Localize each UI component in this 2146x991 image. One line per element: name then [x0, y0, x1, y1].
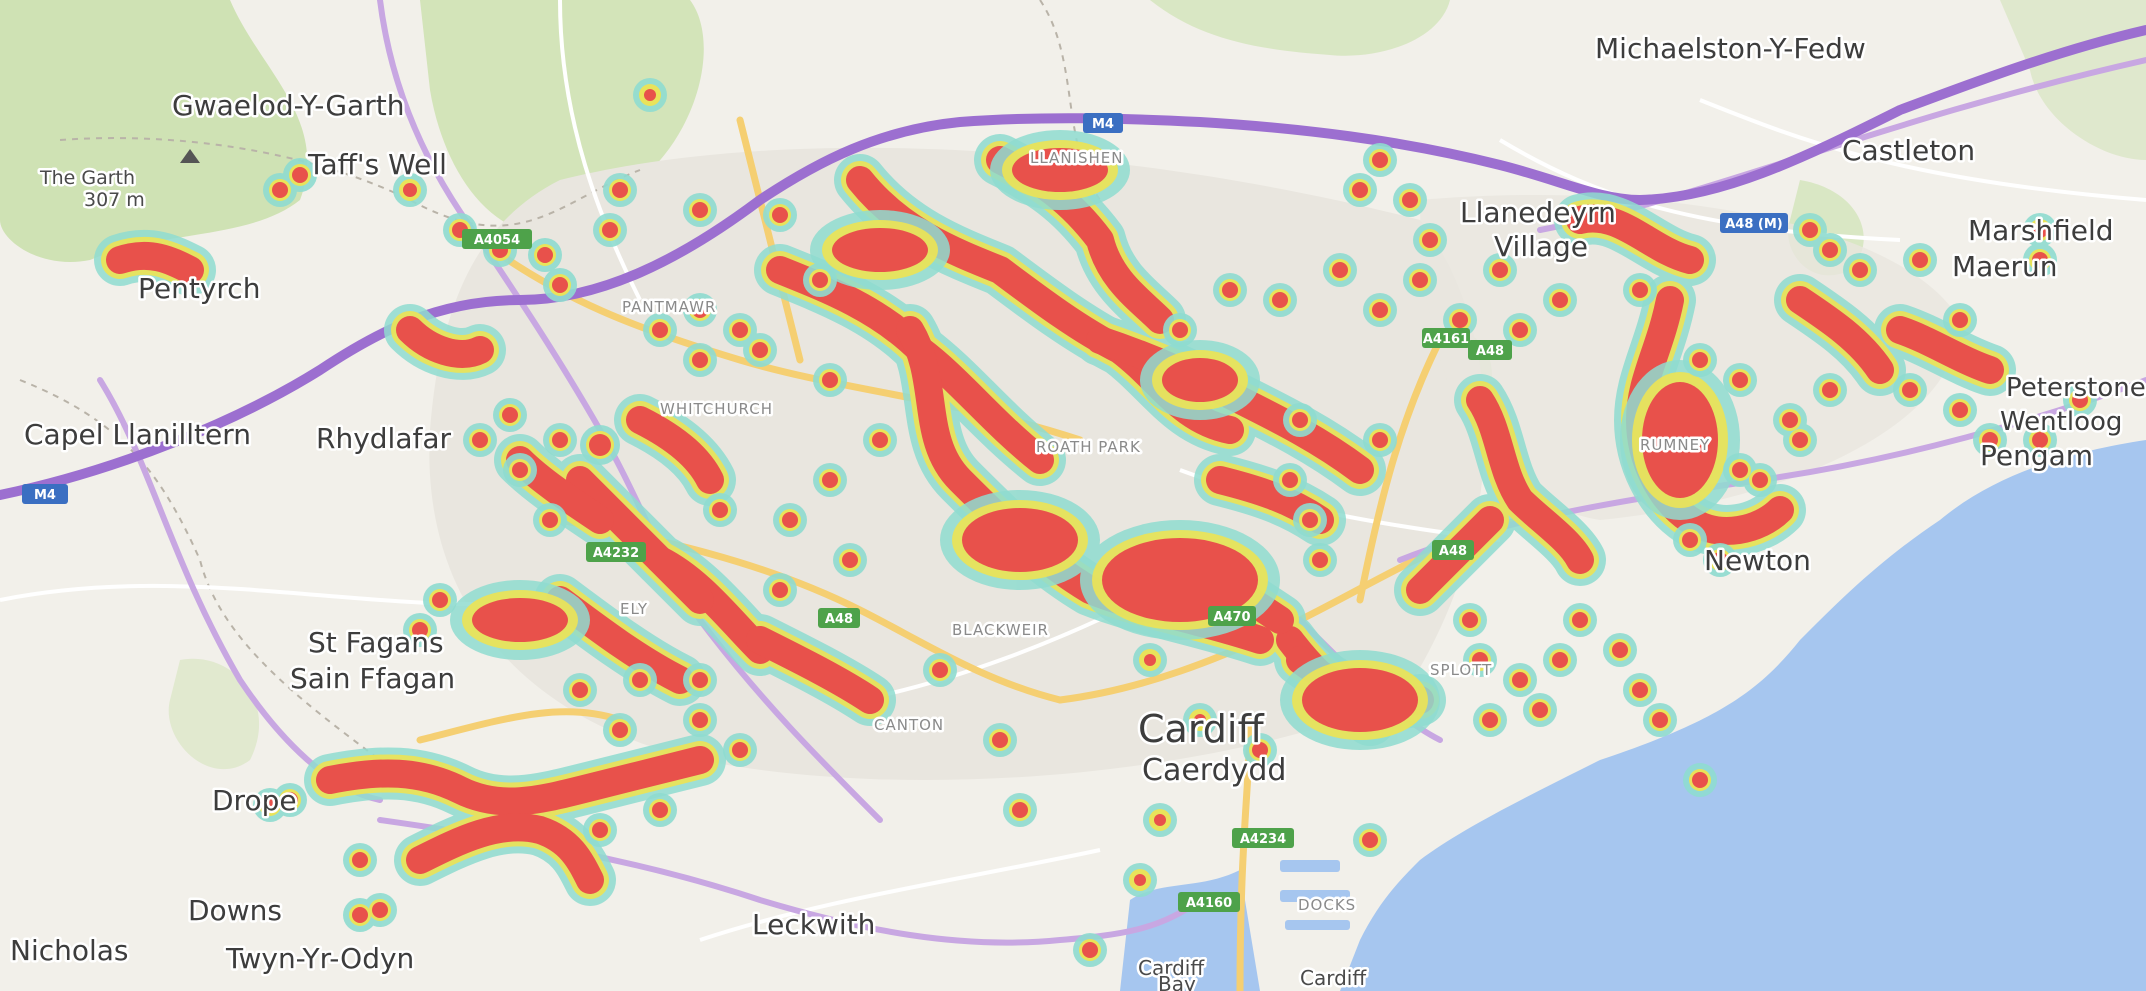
a4232-shield: A4232	[586, 542, 646, 562]
a4160-shield: A4160	[1178, 892, 1240, 912]
label-village: Village	[1494, 230, 1588, 263]
a48-shield-east: A48	[1432, 540, 1474, 560]
label-marshfield: Marshfield	[1968, 214, 2114, 247]
label-splott: SPLOTT	[1430, 661, 1492, 679]
label-st-fagans: St Fagans	[308, 626, 444, 659]
label-maerun: Maerun	[1952, 250, 2058, 283]
label-canton: CANTON	[874, 716, 944, 734]
label-newton: Newton	[1704, 544, 1811, 577]
svg-text:A4234: A4234	[1240, 832, 1286, 847]
label-taffs-well: Taff's Well	[307, 148, 447, 181]
label-wentlooge: Wentloog	[2000, 407, 2122, 437]
svg-text:A4054: A4054	[474, 233, 520, 248]
label-capel: Capel Llanilltern	[24, 418, 251, 451]
label-pentyrch: Pentyrch	[138, 272, 260, 305]
label-castleton: Castleton	[1842, 134, 1975, 167]
svg-text:A4161: A4161	[1423, 332, 1469, 347]
heatmap-spots	[253, 78, 2097, 967]
label-caerdydd: Caerdydd	[1142, 753, 1286, 788]
label-rhydlafar: Rhydlafar	[316, 422, 451, 455]
svg-text:A48 (M): A48 (M)	[1725, 217, 1783, 232]
label-llanedeyrn: Llanedeyrn	[1460, 196, 1616, 229]
label-leckwith: Leckwith	[752, 908, 875, 941]
severn-estuary	[1340, 440, 2146, 991]
label-llanishen: LLANISHEN	[1030, 149, 1123, 167]
svg-text:M4: M4	[1092, 117, 1114, 132]
mountain-peak-icon	[180, 149, 200, 163]
label-twyn: Twyn-Yr-Odyn	[225, 942, 414, 975]
label-garth-height: 307 m	[84, 189, 145, 211]
svg-text:A48: A48	[1439, 544, 1467, 559]
a48-shield-centre: A48	[1468, 340, 1512, 360]
label-cardiff-bay: Cardiff	[1138, 956, 1205, 980]
m4-shield-west: M4	[22, 484, 68, 504]
a48m-shield: A48 (M)	[1720, 213, 1788, 233]
svg-text:M4: M4	[34, 488, 56, 503]
svg-text:A4160: A4160	[1186, 896, 1232, 911]
label-drope: Drope	[212, 784, 297, 817]
label-ely: ELY	[620, 600, 648, 618]
a4161-shield: A4161	[1422, 328, 1470, 348]
road-shields: M4 M4 A48 (M) A4054 A4161 A4232 A48 A48	[22, 113, 1788, 912]
label-sain-ffagan: Sain Ffagan	[290, 662, 455, 695]
label-nicholas: Nicholas	[10, 934, 129, 967]
label-docks: DOCKS	[1298, 896, 1356, 914]
svg-text:A4232: A4232	[593, 546, 639, 561]
label-roath-park: ROATH PARK	[1036, 438, 1141, 456]
label-pengam: Pengam	[1980, 439, 2093, 472]
label-cardiff: Cardiff	[1138, 707, 1264, 751]
label-cardiff-bay-2: Cardiff	[1300, 966, 1367, 990]
label-downs: Downs	[188, 894, 282, 927]
a4234-shield: A4234	[1232, 828, 1294, 848]
place-labels: Michaelston-Y-Fedw Castleton Marshfield …	[8, 30, 2146, 991]
a470-shield: A470	[1208, 606, 1256, 626]
m4-shield-north: M4	[1083, 113, 1123, 133]
label-blackweir: BLACKWEIR	[952, 621, 1049, 639]
label-rumney: RUMNEY	[1640, 436, 1710, 454]
a48-shield-west: A48	[818, 608, 860, 628]
svg-text:A48: A48	[825, 612, 853, 627]
label-pantmawr: PANTMAWR	[622, 298, 716, 316]
label-bay: Bay	[1158, 972, 1196, 991]
label-whitchurch: WHITCHURCH	[660, 400, 773, 418]
label-gwaelod: Gwaelod-Y-Garth	[172, 89, 404, 122]
label-michaelston: Michaelston-Y-Fedw	[1595, 32, 1866, 65]
label-peterstone: Peterstone	[2006, 373, 2146, 403]
label-the-garth: The Garth	[39, 167, 135, 189]
a4054-shield: A4054	[462, 229, 532, 249]
svg-text:A470: A470	[1213, 610, 1250, 625]
svg-text:A48: A48	[1476, 344, 1504, 359]
